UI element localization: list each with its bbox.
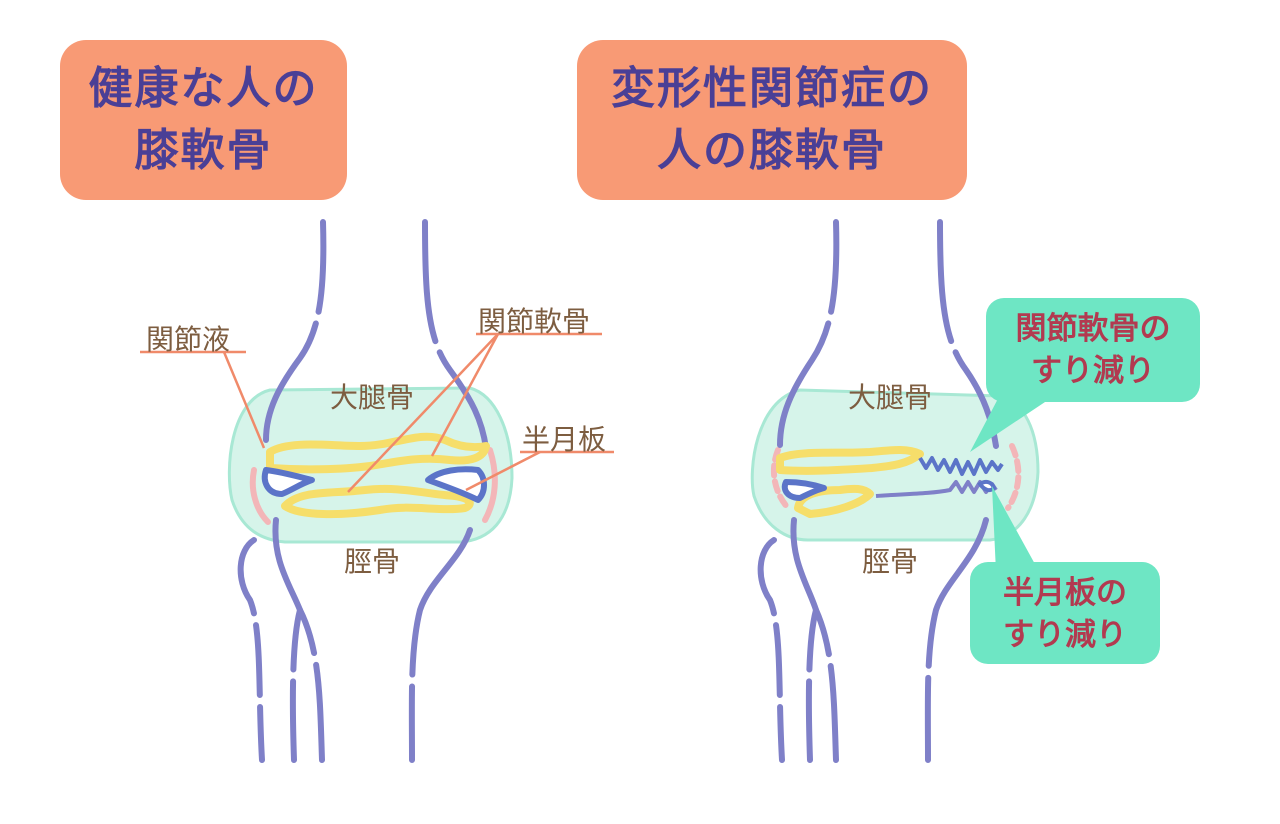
label-tibia-oa: 脛骨 [862, 545, 919, 578]
healthy-title: 健康な人の 膝軟骨 [60, 40, 347, 200]
callout-cartilage-line1: 関節軟骨の [1015, 311, 1171, 347]
fibula-outline-inner-oa [805, 607, 819, 763]
meniscus-right-oa-remnant [977, 479, 997, 493]
capsule-lining-left [249, 467, 271, 525]
fibula-outline-inner [289, 607, 303, 763]
callout-cartilage-wear: 関節軟骨の すり減り [986, 298, 1200, 402]
callout-meniscus-line2: すり減り [1003, 617, 1127, 653]
femoral-cartilage [266, 432, 490, 474]
healthy-title-line1: 健康な人の [88, 63, 319, 114]
femoral-cartilage-worn [776, 446, 924, 475]
tibia-outline-left [272, 517, 325, 763]
label-femur: 大腿骨 [330, 381, 415, 414]
healthy-title-line2: 膝軟骨 [134, 125, 273, 176]
leader-meniscus [465, 450, 541, 492]
oa-title-line2: 人の膝軟骨 [657, 125, 887, 176]
tibial-cartilage [281, 484, 474, 519]
meniscus-left [261, 467, 315, 497]
capsule-lining-right [482, 447, 498, 523]
tibia-outline-right-oa [924, 517, 989, 763]
capsule-lining-right-oa [1005, 443, 1022, 511]
oa-title: 変形性関節症の 人の膝軟骨 [577, 40, 967, 200]
femur-outline-oa [777, 219, 840, 448]
callout-cartilage-line2: すり減り [1031, 353, 1155, 389]
worn-joint-line [918, 456, 1004, 476]
annotation-articular-cartilage: 関節軟骨 [478, 305, 591, 338]
healthy-knee-panel: 健康な人の 膝軟骨 大腿骨 脛骨 関節液 関節軟骨 半月板 [60, 40, 614, 763]
label-femur-oa: 大腿骨 [848, 381, 933, 414]
label-tibia: 脛骨 [344, 545, 401, 578]
fibula-outline-oa [757, 537, 785, 763]
annotation-meniscus: 半月板 [522, 423, 607, 456]
femur-outline-right [422, 219, 489, 451]
leader-cartilage-1 [347, 333, 499, 493]
fibula-outline [237, 537, 265, 763]
healthy-knee-illustration [140, 219, 614, 763]
osteoarthritis-knee-panel: 変形性関節症の 人の膝軟骨 大腿骨 脛骨 関節軟骨の すり減り 半月板の すり減… [577, 0, 1280, 824]
meniscus-right [425, 466, 487, 503]
callout-meniscus-pointer [992, 486, 1036, 572]
capsule-lining-left-oa [770, 447, 791, 511]
tibia-outline-right [408, 527, 473, 763]
meniscus-left-oa [781, 479, 827, 501]
callout-meniscus-line1: 半月板の [1003, 575, 1127, 611]
femur-outline [263, 219, 327, 443]
leader-fluid [222, 351, 266, 449]
annotation-synovial-fluid: 関節液 [146, 323, 231, 356]
callout-meniscus-wear: 半月板の すり減り [970, 562, 1160, 664]
osteoarthritis-knee-illustration [750, 219, 1054, 763]
tibia-outline-left-oa [790, 517, 839, 763]
oa-title-line1: 変形性関節症の [611, 63, 933, 114]
leader-cartilage-2 [430, 333, 500, 457]
